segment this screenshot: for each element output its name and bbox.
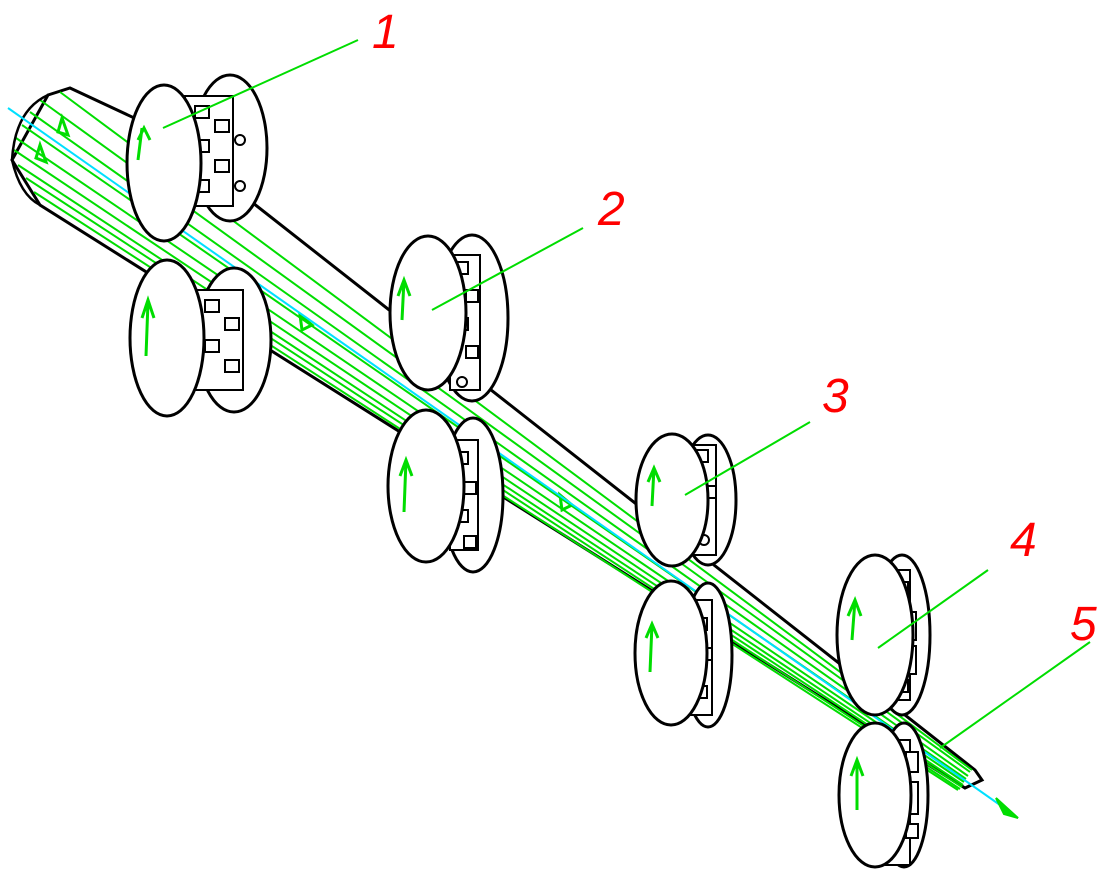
- label-5: 5: [1070, 598, 1097, 651]
- label-4: 4: [1010, 514, 1037, 567]
- leader-line-3: [684, 421, 811, 496]
- axis-arrowhead: [995, 797, 1019, 819]
- roll-stand-4-lower-roll: [837, 721, 930, 869]
- roll-stand-4-upper-roll: [835, 553, 932, 717]
- flow-arrow-mark: [298, 311, 315, 333]
- leader-line-4: [877, 569, 989, 649]
- leader-lines: [162, 39, 1091, 749]
- roll-stand-3-upper-roll: [634, 432, 738, 568]
- roll-stand-1-lower-roll: [128, 258, 273, 418]
- roll-stand-4: [835, 553, 932, 869]
- roll-stand-2: [386, 233, 510, 574]
- callout-labels: 1 2 3 4 5: [372, 6, 1097, 651]
- label-1: 1: [372, 6, 399, 59]
- roll-stand-2-lower-roll: [386, 408, 505, 574]
- leader-line-5: [939, 641, 1091, 749]
- flow-arrow-mark: [34, 140, 49, 165]
- roll-stand-3-lower-roll: [633, 579, 734, 729]
- leader-line-1: [162, 39, 359, 129]
- flow-arrow-mark: [56, 113, 71, 138]
- label-3: 3: [822, 370, 849, 423]
- leader-line-2: [431, 227, 584, 311]
- roll-stand-2-upper-roll: [388, 233, 510, 403]
- roll-stand-3: [633, 432, 738, 729]
- roll-stand-1: [125, 73, 273, 418]
- label-2: 2: [597, 183, 625, 236]
